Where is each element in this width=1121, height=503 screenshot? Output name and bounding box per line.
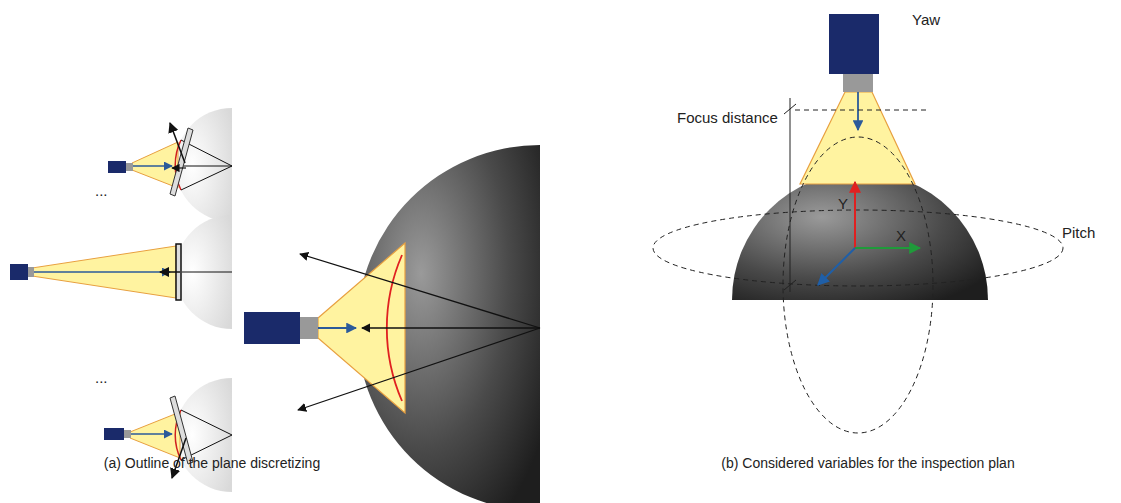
dimension-label: Focus distance	[677, 110, 778, 127]
small-figure-middle	[10, 215, 232, 329]
variable-label: Yaw	[912, 12, 940, 29]
ellipsis: ...	[95, 370, 108, 387]
caption: (b) Considered variables for the inspect…	[721, 456, 1014, 471]
caption: (a) Outline of the plane discretizing	[104, 456, 320, 471]
variable-label: Pitch	[1062, 225, 1095, 242]
inspection-figure	[653, 14, 1063, 433]
small-figure-bottom	[104, 378, 232, 492]
ellipsis: ...	[95, 183, 108, 200]
axis-label: X	[896, 228, 906, 245]
large-figure	[244, 145, 540, 503]
axis-label: Y	[838, 196, 848, 213]
small-figure-top	[108, 108, 232, 222]
